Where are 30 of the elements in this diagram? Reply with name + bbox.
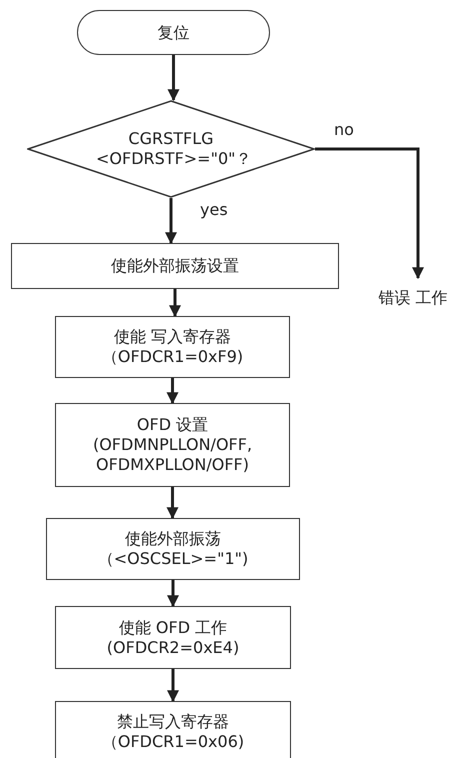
arrow	[168, 55, 180, 102]
process-box	[55, 403, 290, 487]
step-text: OFD 设置	[136, 415, 208, 435]
arrow	[165, 198, 177, 244]
arrow	[167, 580, 179, 608]
register-text: (OFDMNPLLON/OFF, OFDMXPLLON/OFF)	[92, 435, 254, 475]
arrow	[166, 487, 178, 520]
arrow	[167, 669, 179, 702]
process-box	[46, 518, 300, 580]
register-text: （OFDCR1=0x06)	[102, 732, 244, 752]
end-label: 错误 工作	[368, 284, 458, 312]
step-text: 使能外部振荡	[125, 529, 221, 549]
process-box	[55, 316, 290, 378]
process-box	[55, 606, 291, 669]
register-text: （OFDCR1=0xF9)	[102, 347, 244, 367]
register-text: （<OSCSEL>="1")	[98, 549, 248, 569]
process-box	[55, 701, 291, 758]
arrow	[169, 289, 181, 318]
arrow	[315, 148, 424, 280]
step-text: CGRSTFLG <OFDRSTF>="0"？	[96, 129, 246, 169]
decision-diamond	[27, 100, 315, 198]
terminator-box	[77, 10, 270, 55]
arrow	[166, 378, 178, 404]
step-text: 使能 写入寄存器	[114, 327, 232, 347]
step-text: 使能外部振荡设置	[111, 256, 239, 276]
register-text: (OFDCR2=0xE4)	[106, 638, 240, 658]
step-text: 使能 OFD 工作	[118, 618, 228, 638]
step-text: 复位	[158, 22, 190, 42]
process-box	[11, 243, 339, 289]
step-text: 禁止写入寄存器	[117, 712, 229, 732]
